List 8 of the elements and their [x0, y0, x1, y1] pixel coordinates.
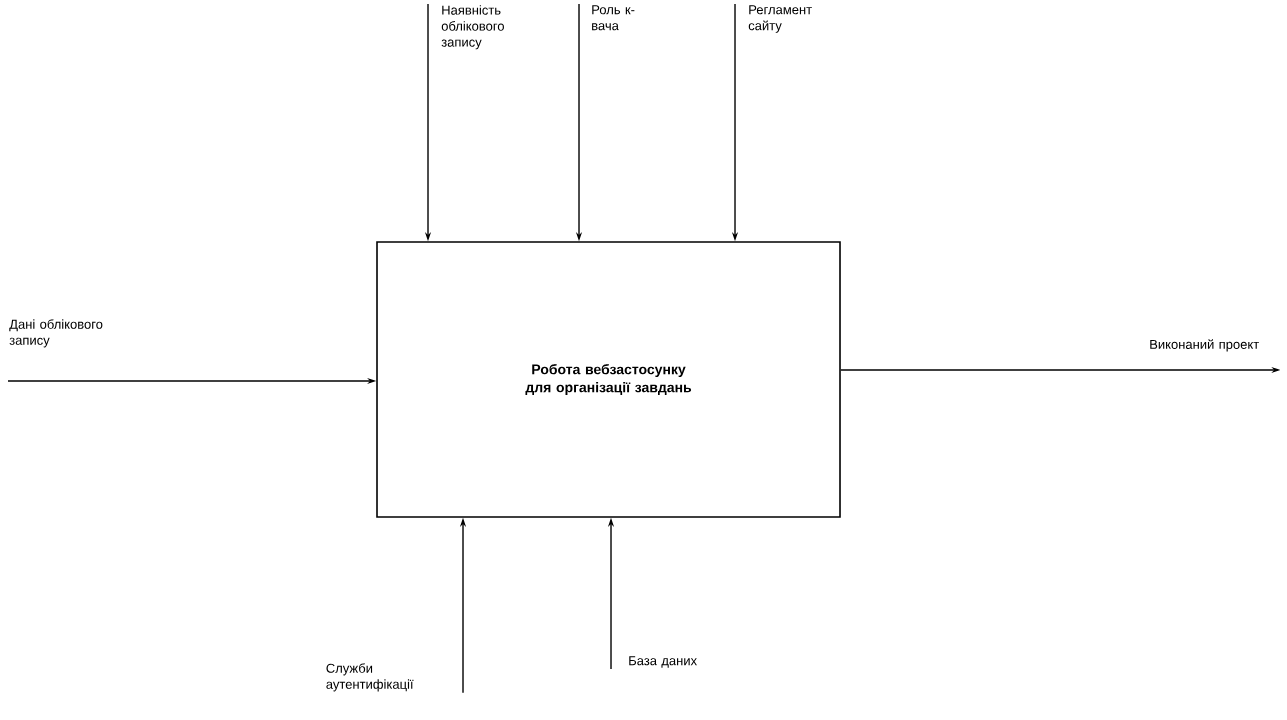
arrow-label: Наявність облікового запису — [441, 5, 504, 50]
arrow-label: Виконаний проект — [1150, 339, 1259, 352]
process-box: Робота вебзастосунку для організації завдань — [376, 241, 841, 518]
arrow-label: Роль к-вача — [592, 5, 635, 31]
arrow-label: Регламент сайту — [748, 5, 812, 33]
arrow-label: Служби аутентифікації — [326, 663, 414, 692]
arrow-label: База даних — [629, 656, 697, 668]
arrow-label: Дані облікового запису — [9, 319, 103, 348]
